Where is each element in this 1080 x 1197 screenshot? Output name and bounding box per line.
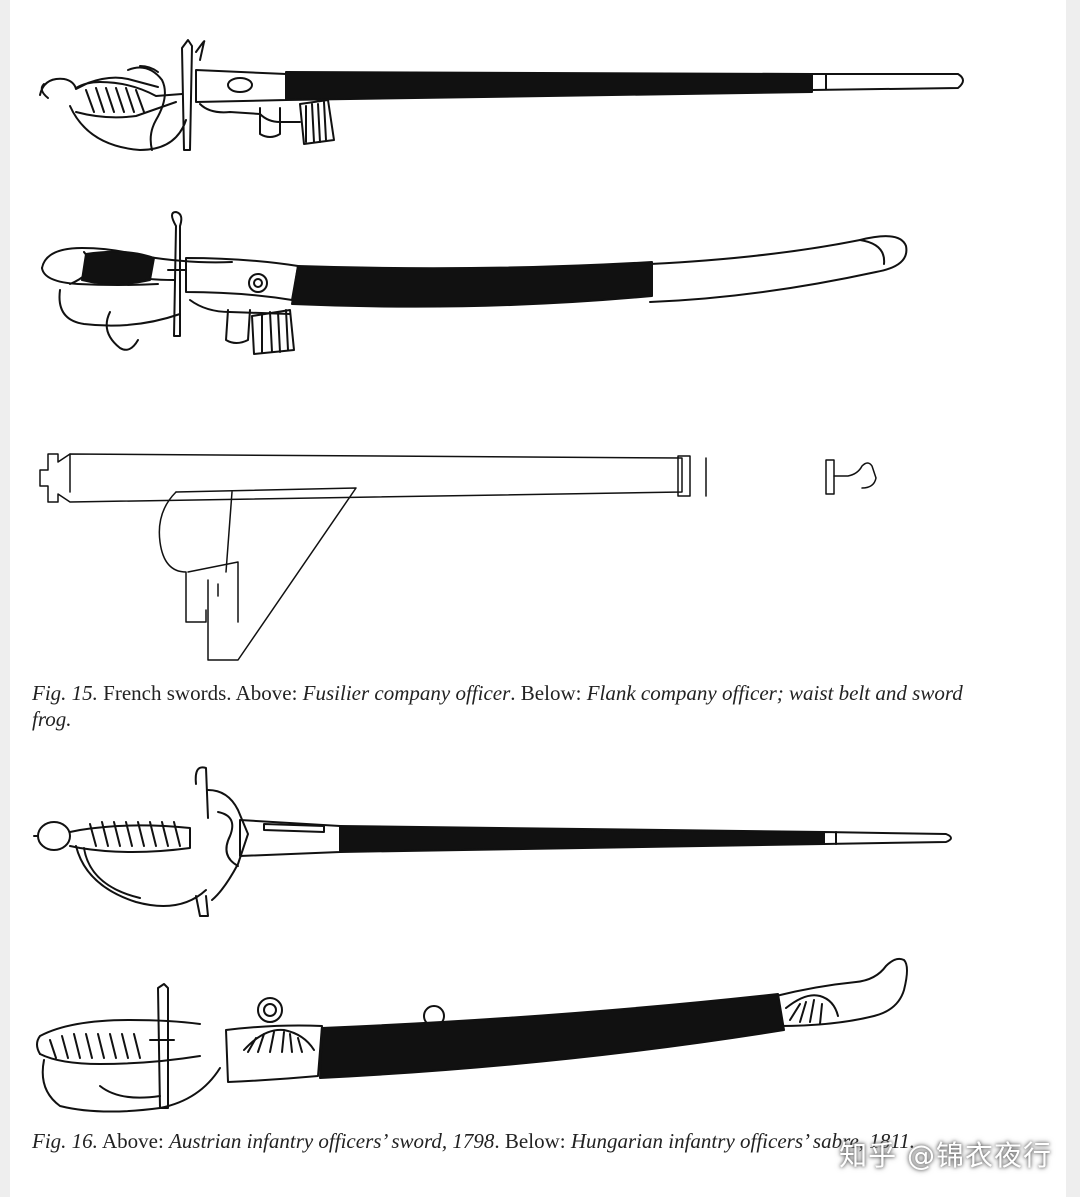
caption-segment: . Below: [510, 681, 587, 705]
page-edge-right [1066, 0, 1080, 1197]
caption-segment: Austrian infantry officers’ sword, 1798 [169, 1129, 495, 1153]
hungarian-officers-sabre [36, 957, 908, 1113]
french-flank-sabre [41, 211, 908, 355]
watermark: 知乎 @锦衣夜行 [839, 1139, 1052, 1172]
austrian-officers-sword [33, 766, 952, 917]
figure-15-caption: Fig. 15. French swords. Above: Fusilier … [32, 680, 992, 732]
waist-belt-and-frog [39, 453, 877, 661]
caption-segment: Hungarian infantry officers’ sabre, 1811… [570, 1129, 915, 1153]
caption-segment: Fig. 16. [32, 1129, 98, 1153]
caption-segment: Above: [97, 1129, 170, 1153]
caption-segment: French swords. Above: [97, 681, 303, 705]
caption-segment: Fusilier company officer [302, 681, 511, 705]
caption-segment: . Below: [494, 1129, 571, 1153]
caption-segment: Fig. 15. [32, 681, 98, 705]
page-edge-left [0, 0, 10, 1197]
figure-16-caption: Fig. 16. Above: Austrian infantry office… [32, 1128, 992, 1154]
caption-segment: Flank company officer; waist belt and sw… [32, 681, 963, 731]
